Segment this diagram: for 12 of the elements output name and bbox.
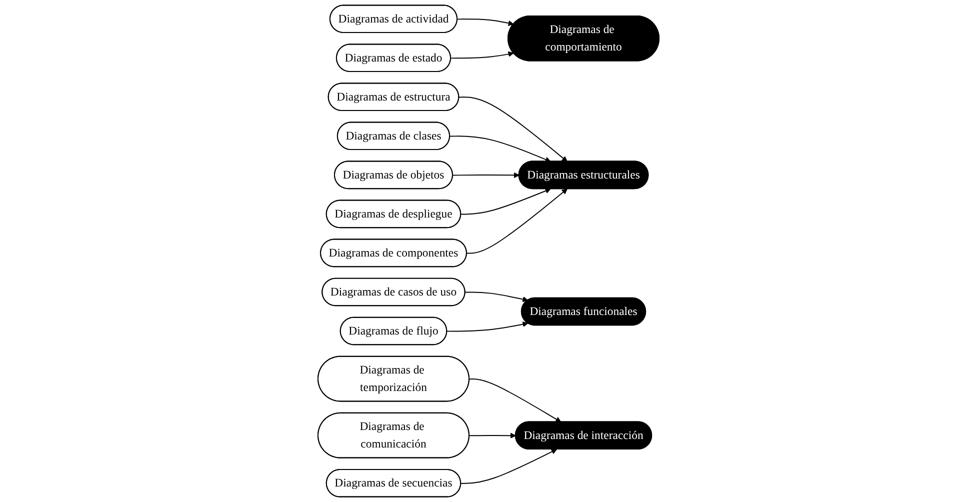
arrow: [460, 449, 557, 484]
arrow: [460, 188, 551, 215]
arrow: [464, 292, 528, 302]
arrow: [458, 96, 568, 162]
arrow: [449, 136, 551, 162]
arrow: [446, 321, 528, 332]
arrow: [468, 432, 516, 438]
arrow: [468, 378, 562, 422]
arrow: [456, 18, 514, 26]
arrow: [450, 51, 514, 59]
arrow: [466, 188, 568, 254]
arrow: [452, 172, 520, 178]
